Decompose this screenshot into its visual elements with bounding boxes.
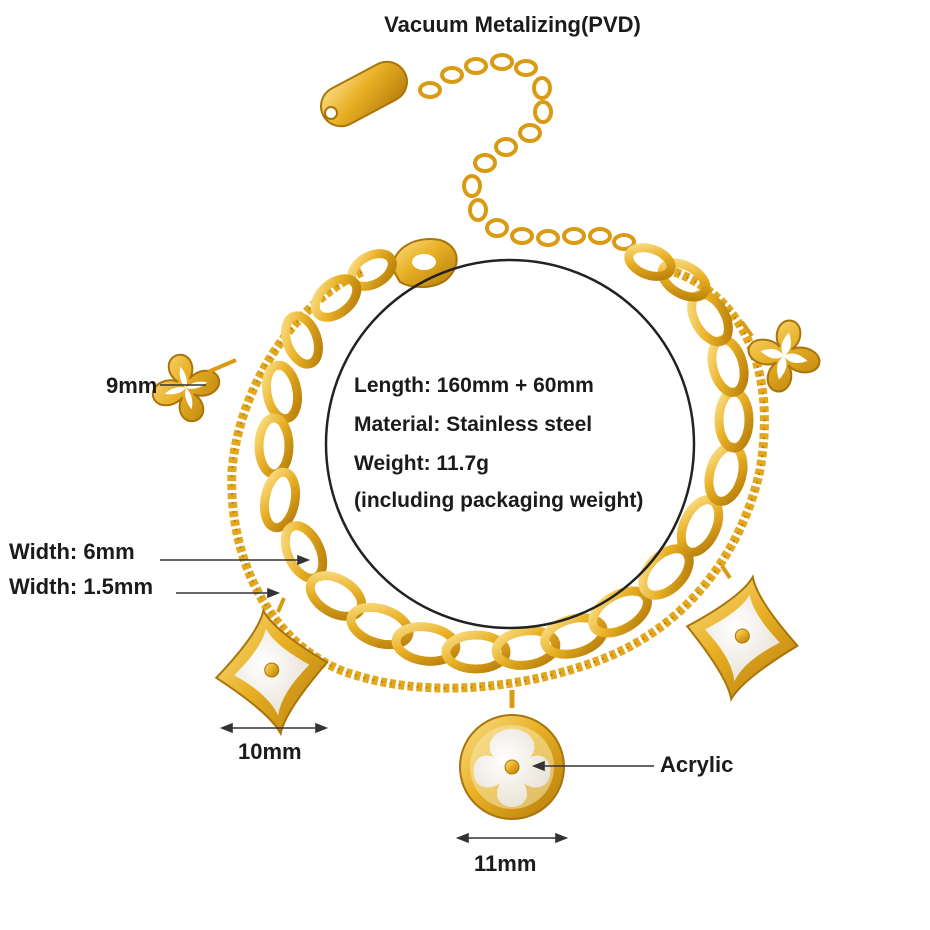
dim-charm-square: 10mm (238, 739, 302, 764)
dim-width-large: Width: 6mm (9, 539, 135, 564)
square-shell-charm-right (685, 574, 800, 702)
dimension-lines (160, 384, 654, 844)
page-title: Vacuum Metalizing(PVD) (384, 12, 641, 37)
dim-width-small: Width: 1.5mm (9, 574, 154, 599)
extension-chain (418, 53, 636, 251)
clover-outline-charm-left (151, 353, 221, 423)
clover-outline-charm-right (747, 319, 821, 393)
dim-charm-small: 9mm (106, 373, 158, 398)
brand-tag (320, 60, 408, 128)
label-acrylic: Acrylic (660, 752, 734, 777)
spec-weight: Weight: 11.7g (354, 452, 489, 475)
round-shell-charm (459, 690, 565, 820)
spec-weight-note: (including packaging weight) (354, 489, 644, 512)
dim-charm-round: 11mm (474, 851, 537, 876)
spec-length: Length: 160mm + 60mm (354, 374, 594, 397)
cable-chain (254, 243, 754, 674)
spec-material: Material: Stainless steel (354, 413, 593, 436)
spec-circle (324, 258, 696, 630)
square-shell-charm-left (214, 607, 329, 737)
